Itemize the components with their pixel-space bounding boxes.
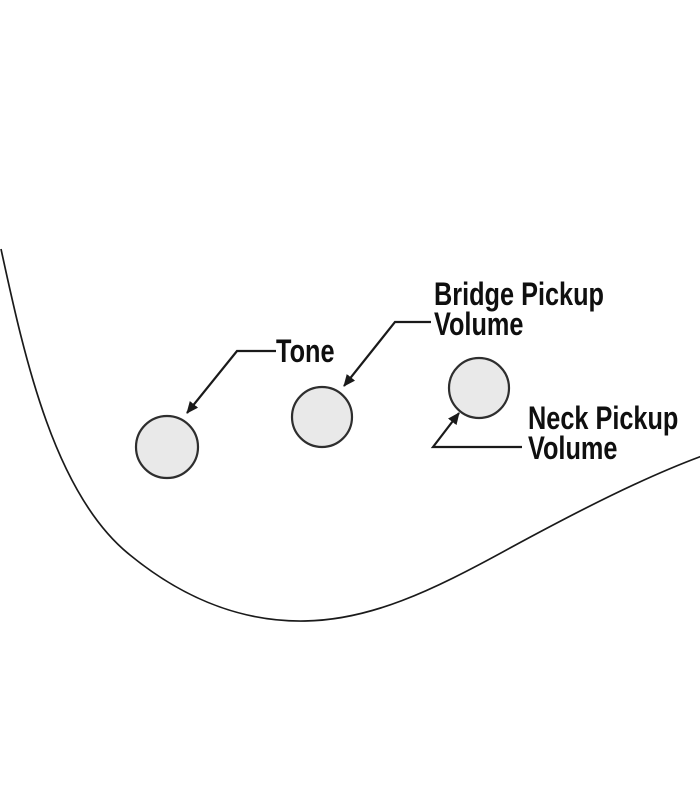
guitar-body-outline-curve	[0, 248, 700, 622]
neck-pickup-volume-label-line1: Neck Pickup	[528, 400, 679, 436]
neck-pickup-volume-leader-arrow	[430, 412, 522, 449]
bridge-pickup-volume-leader-arrow	[343, 320, 431, 387]
tone-label: Tone	[276, 333, 335, 369]
bridge-pickup-volume-label-line2: Volume	[434, 306, 524, 342]
bridge-pickup-volume-label: Bridge Pickup Volume	[434, 276, 604, 342]
tone-label-text: Tone	[276, 333, 335, 369]
tone-leader-arrow	[186, 349, 276, 414]
bridge-pickup-volume-label-line1: Bridge Pickup	[434, 276, 604, 312]
neck-pickup-volume-knob	[447, 356, 511, 420]
tone-knob	[134, 414, 200, 480]
bridge-pickup-volume-knob	[290, 385, 354, 449]
neck-pickup-volume-label-line2: Volume	[528, 430, 618, 466]
neck-pickup-volume-label: Neck Pickup Volume	[528, 400, 679, 466]
